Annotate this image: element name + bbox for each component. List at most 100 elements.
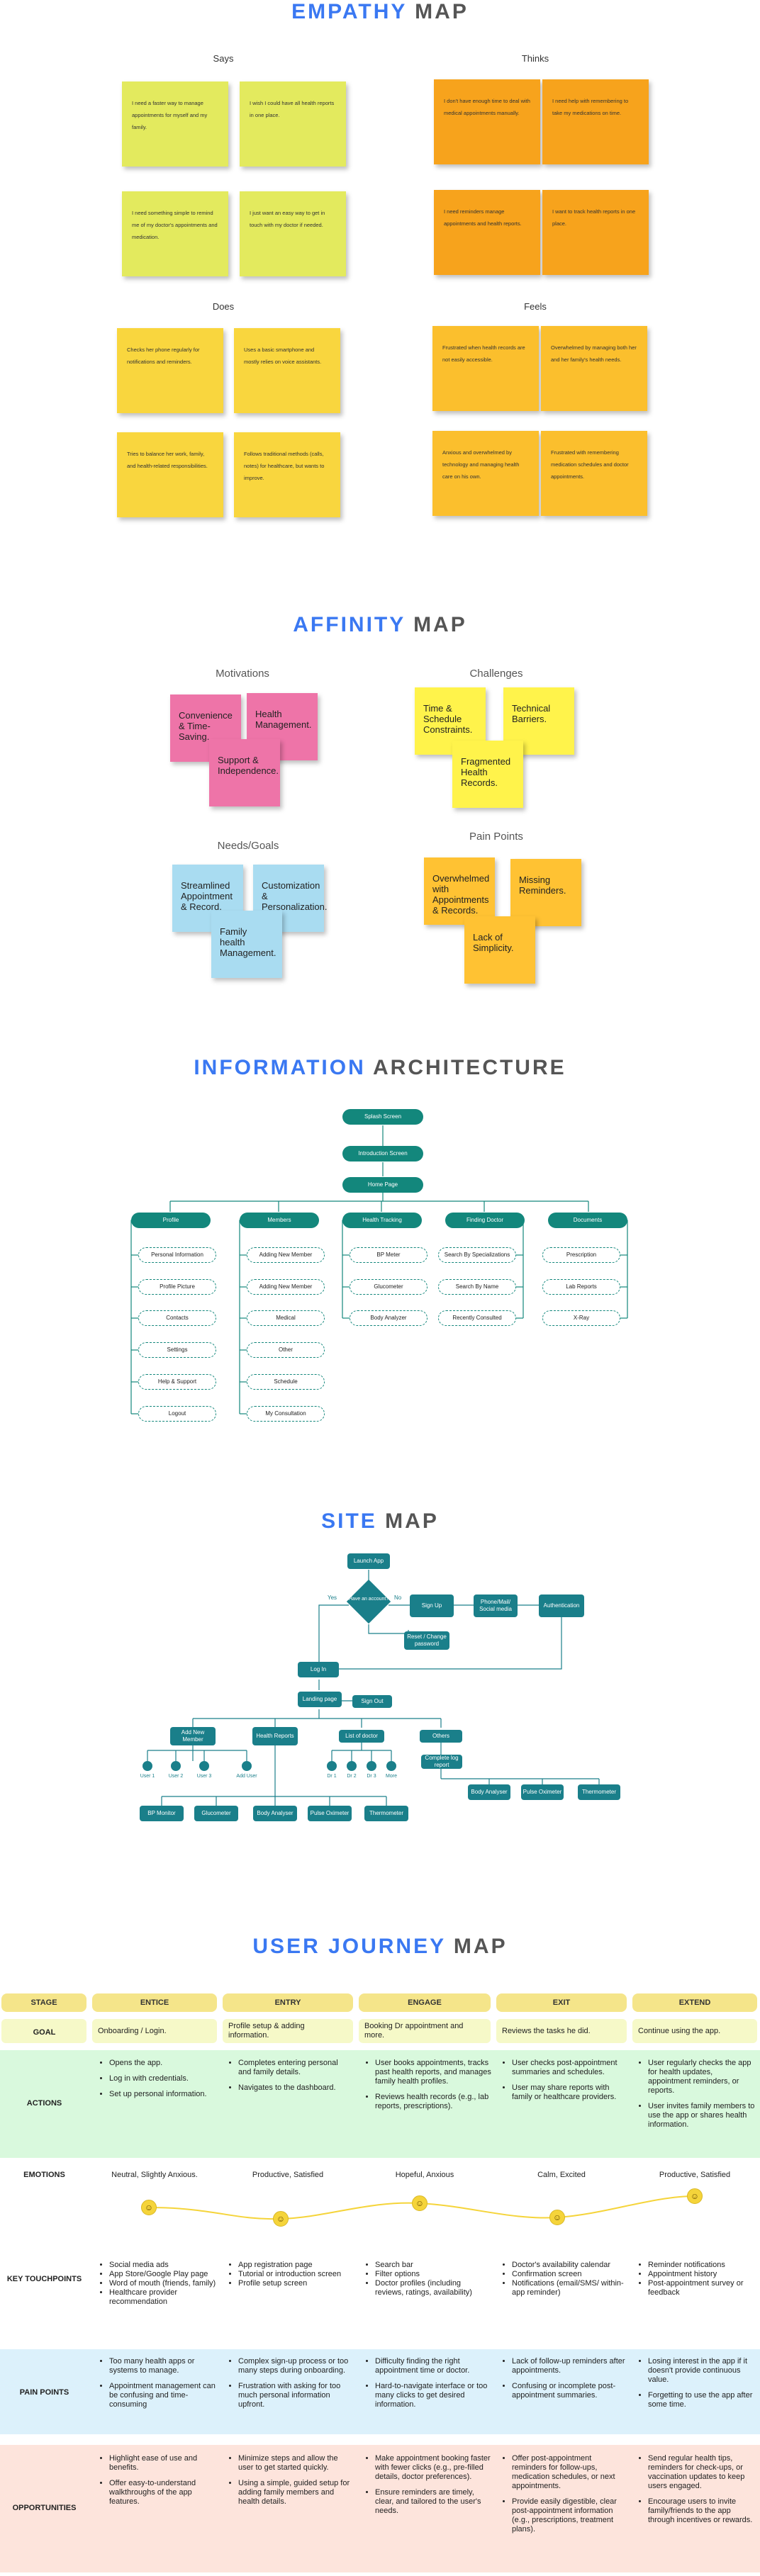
stage-extend: EXTEND xyxy=(632,1993,757,2012)
sm-doctor-node xyxy=(327,1761,337,1771)
ia-item: My Consultation xyxy=(247,1406,325,1422)
emotions-label: EMOTIONS xyxy=(23,2171,65,2179)
stage-exit: EXIT xyxy=(496,1993,627,2012)
ia-members: Members xyxy=(240,1213,319,1228)
sticky-note: I need something simple to remind me of … xyxy=(122,191,228,276)
ia-item: X-Ray xyxy=(542,1310,620,1326)
says-label: Says xyxy=(213,53,234,64)
sm-launch-app: Launch App xyxy=(347,1553,390,1569)
ia-item: Profile Picture xyxy=(138,1279,216,1295)
goal-label-text: GOAL xyxy=(33,2028,56,2037)
emotion-face-icon: ☺ xyxy=(549,2210,565,2225)
sm-health-reports: Health Reports xyxy=(252,1727,298,1745)
stage-entry: ENTRY xyxy=(223,1993,353,2012)
affinity-title: AFFINITY MAP xyxy=(293,613,467,636)
goal-cell: Booking Dr appointment and more. xyxy=(359,2019,491,2043)
sm-user-label: Add User xyxy=(236,1774,257,1779)
ia-item: Schedule xyxy=(247,1374,325,1390)
sm-device: BP Monitor xyxy=(140,1806,184,1821)
opportunity-cell: Minimize steps and allow the user to get… xyxy=(228,2454,350,2513)
sm-device: Body Analyser xyxy=(468,1784,510,1800)
ia-item: Logout xyxy=(138,1406,216,1422)
affinity-note: Lack of Simplicity. xyxy=(464,916,535,984)
pain-label: PAIN POINTS xyxy=(19,2388,69,2397)
ia-item: Glucometer xyxy=(350,1279,428,1295)
touchpoints-cell: Doctor's availability calendar Confirmat… xyxy=(502,2261,627,2297)
ia-home-page: Home Page xyxy=(342,1177,423,1193)
sm-add-member: Add New Member xyxy=(170,1727,216,1745)
pain-cell: Complex sign-up process or too many step… xyxy=(228,2357,350,2416)
ia-item: Other xyxy=(247,1342,325,1358)
sm-user-node xyxy=(171,1761,181,1771)
sm-doctor-node xyxy=(347,1761,357,1771)
ia-introduction-screen: Introduction Screen xyxy=(342,1146,423,1162)
affinity-note: Fragmented Health Records. xyxy=(452,741,523,808)
sticky-note: Frustrated when health records are not e… xyxy=(432,326,539,411)
ia-item: Adding New Member xyxy=(247,1247,325,1263)
opportunities-label: OPPORTUNITIES xyxy=(12,2504,77,2512)
sticky-note: I just want an easy way to get in touch … xyxy=(240,191,346,276)
sticky-note: Uses a basic smartphone and mostly relie… xyxy=(234,328,340,413)
opportunity-cell: Send regular health tips, reminders for … xyxy=(638,2454,757,2531)
actions-cell: User regularly checks the app for health… xyxy=(638,2059,757,2136)
touchpoints-cell: Reminder notifications Appointment histo… xyxy=(638,2261,757,2297)
sm-reset-password: Reset / Change password xyxy=(404,1631,449,1650)
emotion-text: Calm, Excited xyxy=(537,2171,586,2179)
opportunity-cell: Offer post-appointment reminders for fol… xyxy=(502,2454,627,2541)
sm-log-in: Log In xyxy=(298,1662,339,1677)
ia-finding-doctor: Finding Doctor xyxy=(445,1213,525,1228)
stage-header: STAGE xyxy=(1,1993,86,2012)
empathy-title: EMPATHY MAP xyxy=(291,0,469,23)
goal-label-bg xyxy=(1,2019,86,2043)
sticky-note: Checks her phone regularly for notificat… xyxy=(117,328,223,413)
affinity-note: Family health Management. xyxy=(211,911,282,978)
opportunity-cell: Make appointment booking faster with few… xyxy=(365,2454,491,2522)
sm-authentication: Authentication xyxy=(539,1594,584,1617)
pain-row xyxy=(0,2349,760,2434)
affinity-note: Convenience & Time-Saving. xyxy=(170,694,241,762)
sm-device: Thermometer xyxy=(364,1806,408,1821)
sm-device: Pulse Oximeter xyxy=(308,1806,352,1821)
feels-label: Feels xyxy=(524,301,547,312)
ia-item: Adding New Member xyxy=(247,1279,325,1295)
ia-profile: Profile xyxy=(131,1213,211,1228)
sm-sign-up: Sign Up xyxy=(410,1594,454,1617)
affinity-note: Time & Schedule Constraints. xyxy=(415,687,486,755)
ia-item: Help & Support xyxy=(138,1374,216,1390)
affinity-note: Support & Independence. xyxy=(209,739,280,806)
ia-item: Contacts xyxy=(138,1310,216,1326)
sm-complete-log: Complete log report xyxy=(421,1755,462,1769)
sm-user-label: User 3 xyxy=(196,1774,212,1779)
actions-row xyxy=(0,2050,760,2158)
sm-doctor-label: Dr 1 xyxy=(327,1774,337,1779)
sm-user-label: User 1 xyxy=(140,1774,155,1779)
touchpoints-cell: Social media ads App Store/Google Play p… xyxy=(99,2261,216,2307)
sm-user-node xyxy=(242,1761,252,1771)
actions-cell: User books appointments, tracks past hea… xyxy=(365,2059,491,2117)
stage-entice: ENTICE xyxy=(92,1993,217,2012)
touchpoints-label: KEY TOUCHPOINTS xyxy=(6,2275,82,2283)
pain-cell: Lack of follow-up reminders after appoin… xyxy=(502,2357,627,2407)
touchpoints-cell: Search bar Filter options Doctor profile… xyxy=(365,2261,491,2297)
sm-device: Glucometer xyxy=(194,1806,238,1821)
ia-item: Search By Name xyxy=(438,1279,516,1295)
emotion-face-icon: ☺ xyxy=(687,2188,703,2204)
sticky-note: Frustrated with remembering medication s… xyxy=(541,431,647,516)
opportunities-row xyxy=(0,2445,760,2572)
affinity-note: Overwhelmed with Appointments & Records. xyxy=(424,857,495,925)
sm-doctor-node xyxy=(386,1761,396,1771)
ia-title: INFORMATION ARCHITECTURE xyxy=(194,1056,566,1079)
sm-phone-mail: Phone/Mail/ Social media xyxy=(474,1594,518,1617)
sticky-note: Tries to balance her work, family, and h… xyxy=(117,432,223,517)
sticky-note: Anxious and overwhelmed by technology an… xyxy=(432,431,539,516)
ia-item: Personal Information xyxy=(138,1247,216,1263)
actions-cell: Opens the app. Log in with credentials. … xyxy=(99,2059,216,2105)
sm-landing-page: Landing page xyxy=(298,1692,342,1707)
sitemap-title: SITE MAP xyxy=(321,1509,439,1533)
sm-device: Thermometer xyxy=(578,1784,620,1800)
touchpoints-cell: App registration page Tutorial or introd… xyxy=(228,2261,350,2288)
sm-user-label: User 2 xyxy=(168,1774,184,1779)
sticky-note: I don't have enough time to deal with me… xyxy=(434,79,540,164)
pain-cell: Too many health apps or systems to manag… xyxy=(99,2357,216,2416)
challenges-label: Challenges xyxy=(469,668,523,680)
